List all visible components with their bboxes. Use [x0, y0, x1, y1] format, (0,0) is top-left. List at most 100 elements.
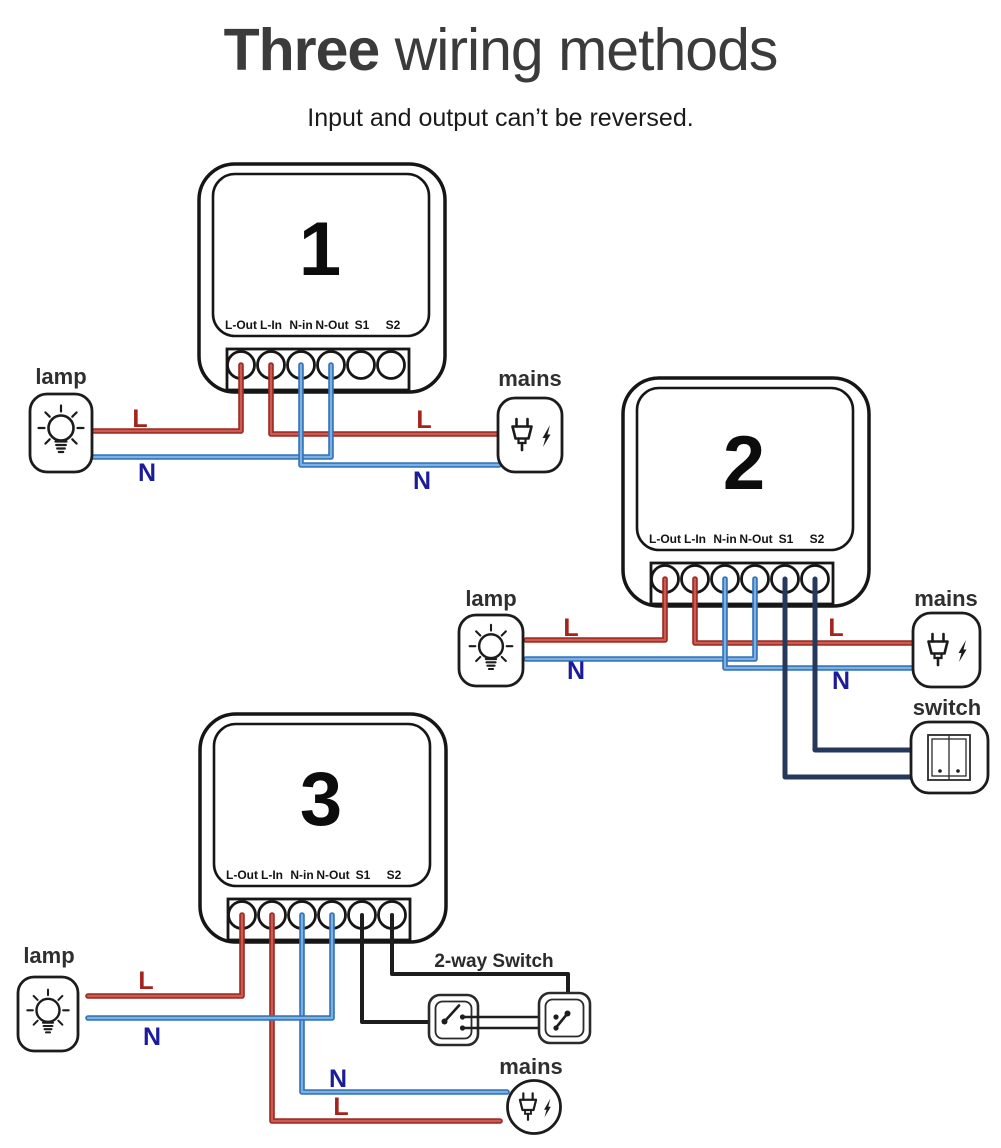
- page-title-bold: Three: [223, 17, 381, 83]
- d3-live-label-mains: L: [333, 1093, 348, 1121]
- d3-two-way-switch-right: [537, 991, 592, 1045]
- d3-live-label-lamp: L: [138, 967, 153, 995]
- terminal-label-s1: S1: [779, 532, 794, 546]
- bulb-icon: [26, 988, 70, 1034]
- wire-core: [92, 363, 333, 459]
- d3-two-way-switch-left: [427, 993, 480, 1047]
- plug-body: [518, 1098, 538, 1112]
- terminal-label-lout: L-Out: [225, 318, 257, 332]
- lamp-box: [16, 975, 80, 1053]
- d2-mains-icon: [911, 611, 982, 689]
- wire-core: [86, 913, 334, 1020]
- d2-s1-wire: [782, 576, 916, 780]
- terminal-label-lin: L-In: [684, 532, 706, 546]
- terminal-hole: [346, 350, 376, 380]
- d3-lamp-icon: [16, 975, 80, 1053]
- d3-two-way-switch-label: 2-way Switch: [434, 951, 553, 972]
- terminal-label-s1: S1: [355, 318, 370, 332]
- module-panel: [635, 386, 855, 552]
- page-subtitle: Input and output can’t be reversed.: [307, 104, 694, 132]
- switch-box: [427, 993, 480, 1047]
- d3-live-wire-mains: [269, 912, 503, 1124]
- d1-mains-icon: [496, 396, 564, 474]
- bulb-base: [484, 657, 498, 671]
- terminal-label-nout: N-Out: [739, 532, 772, 546]
- d2-live-label-left: L: [563, 614, 578, 642]
- d1-neutral-wire-mains: [298, 362, 502, 468]
- terminal-label-s2: S2: [810, 532, 825, 546]
- terminal-hole: [376, 350, 406, 380]
- terminal-label-nout: N-Out: [315, 318, 348, 332]
- terminal-label-lin: L-In: [260, 318, 282, 332]
- smart-switch-module-3: 3 L-Out L-In N-in N-Out S1 S2: [198, 712, 448, 944]
- plug-icon: [518, 1092, 538, 1121]
- d1-neutral-label-right: N: [413, 467, 431, 495]
- wire-core: [299, 363, 501, 467]
- d2-live-wire-lamp: [523, 576, 668, 643]
- wire-core: [86, 913, 244, 998]
- wire-core: [723, 577, 917, 670]
- d1-neutral-label-left: N: [138, 459, 156, 487]
- bulb-rays: [26, 988, 70, 1026]
- module-number: 2: [723, 421, 765, 506]
- d3-neutral-label-mains: N: [329, 1065, 347, 1093]
- plug-icon: [511, 417, 533, 452]
- plug-icon: [927, 632, 949, 667]
- d1-live-label-left: L: [132, 405, 147, 433]
- bulb-rays: [468, 623, 514, 663]
- d2-neutral-label-left: N: [567, 657, 585, 685]
- d2-neutral-wire-lamp: [523, 576, 758, 662]
- d3-lamp-label: lamp: [23, 943, 74, 968]
- d2-lamp-label: lamp: [465, 586, 516, 611]
- module-panel: [211, 172, 431, 338]
- plug-body: [511, 425, 533, 440]
- d3-s1-wire: [360, 913, 446, 1024]
- d2-s2-wire: [812, 576, 916, 753]
- rocker-dot: [938, 769, 942, 773]
- terminal-label-s1: S1: [356, 868, 371, 882]
- page-title: Three wiring methods: [0, 16, 1001, 84]
- smart-switch-module-1: 1 L-Out L-In N-in N-Out S1 S2: [197, 162, 447, 394]
- d2-live-wire-mains: [692, 576, 918, 646]
- d1-lamp-icon: [28, 392, 94, 474]
- bulb-base: [54, 440, 68, 454]
- d1-mains-label: mains: [498, 366, 562, 391]
- terminal-label-nout: N-Out: [316, 868, 349, 882]
- terminal-label-lin: L-In: [261, 868, 283, 882]
- page-title-rest: wiring methods: [379, 17, 779, 83]
- d2-switch-label: switch: [913, 695, 981, 720]
- terminal-label-lout: L-Out: [649, 532, 681, 546]
- d2-switch-icon: [909, 720, 990, 795]
- wire-core: [270, 913, 502, 1123]
- module-number: 1: [299, 207, 341, 292]
- d3-live-wire-lamp: [85, 912, 245, 999]
- d1-live-wire-lamp: [91, 362, 244, 434]
- lightning-bolt-icon: [542, 425, 551, 447]
- smart-switch-module-2: 2 L-Out L-In N-in N-Out S1 S2: [621, 376, 871, 608]
- switch-lever: [443, 1004, 461, 1023]
- terminal-label-s2: S2: [386, 318, 401, 332]
- d2-lamp-icon: [457, 613, 525, 688]
- wire-core: [300, 913, 509, 1094]
- d3-mains-label: mains: [499, 1054, 563, 1079]
- d3-neutral-wire-lamp: [85, 912, 335, 1021]
- terminal-label-s2: S2: [387, 868, 402, 882]
- bulb-rays: [37, 404, 85, 445]
- plug-body: [927, 640, 949, 655]
- wire-core: [524, 577, 667, 642]
- wire-core: [524, 577, 757, 661]
- lightning-bolt-icon: [544, 1098, 551, 1118]
- bulb-base: [41, 1021, 55, 1034]
- rocker-dot: [956, 769, 960, 773]
- module-panel: [212, 722, 432, 888]
- terminal-label-nin: N-in: [289, 318, 312, 332]
- wire-core: [269, 363, 501, 436]
- lamp-box: [457, 613, 525, 688]
- switch-box-inner: [434, 1000, 473, 1040]
- switch-lever: [555, 1012, 569, 1029]
- d2-mains-label: mains: [914, 586, 978, 611]
- d2-neutral-label-right: N: [832, 667, 850, 695]
- bulb-icon: [37, 404, 85, 454]
